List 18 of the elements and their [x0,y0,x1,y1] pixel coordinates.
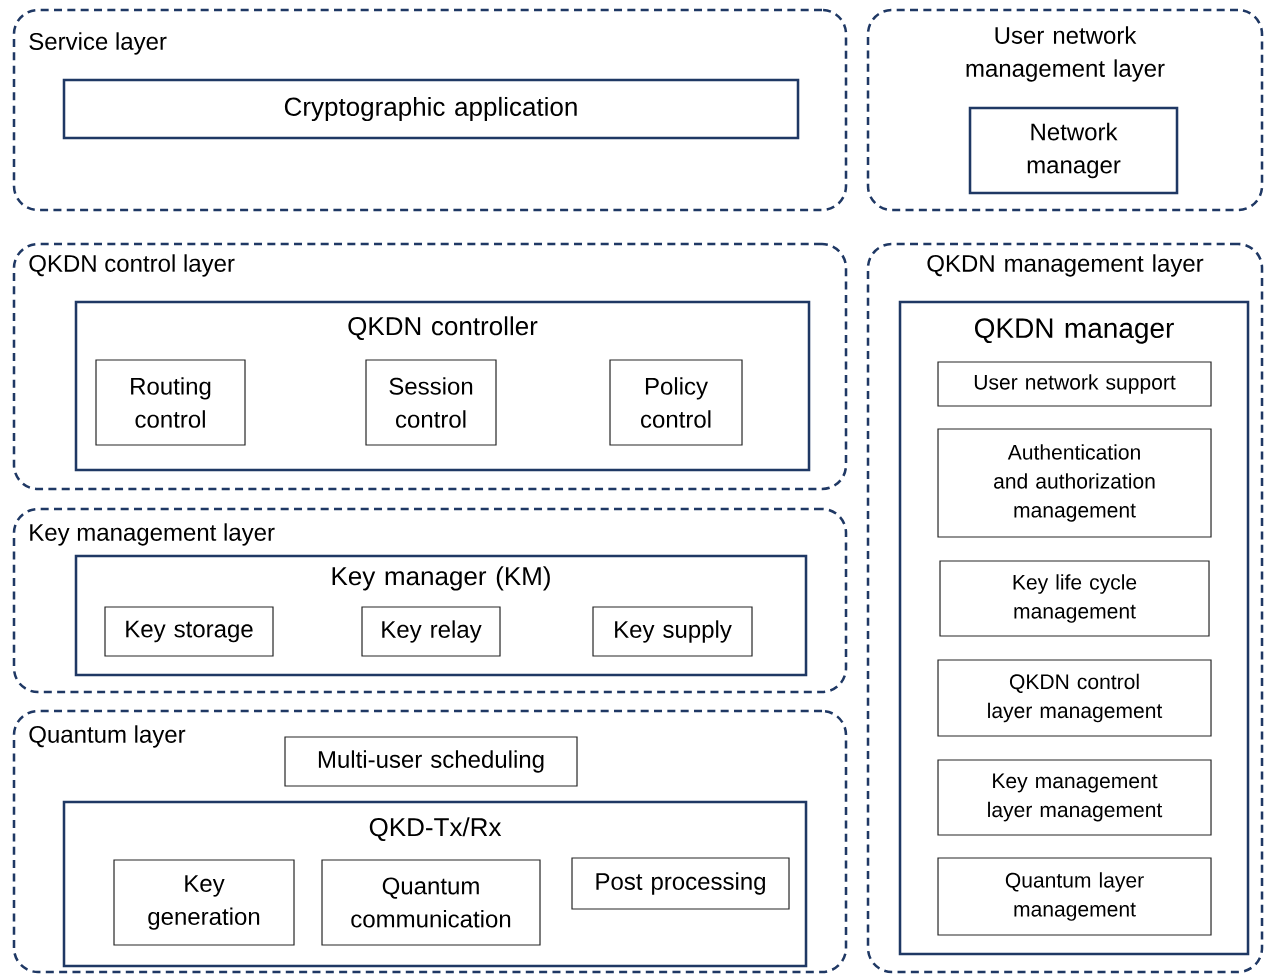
component-box: Cryptographic application [62,78,800,140]
function-box: Key storage [104,606,274,657]
function-box: QKDN control layer management [937,659,1212,737]
function-box: Key relay [361,606,501,657]
function-box: Post processing [571,857,790,910]
function-box: Session control [365,359,497,446]
function-box: User network support [937,361,1212,407]
function-box: Quantum communication [321,859,541,946]
function-box: Authentication and authorization management [937,428,1212,538]
function-box: Routing control [95,359,246,446]
function-box: Policy control [609,359,743,446]
function-box: Key management layer management [937,759,1212,836]
function-box: Key generation [113,859,295,946]
function-box: Key life cycle management [939,560,1210,637]
function-box: Multi-user scheduling [284,736,578,787]
function-box: Key supply [592,606,753,657]
component-box: Network manager [968,106,1179,195]
function-box: Quantum layer management [937,857,1212,936]
